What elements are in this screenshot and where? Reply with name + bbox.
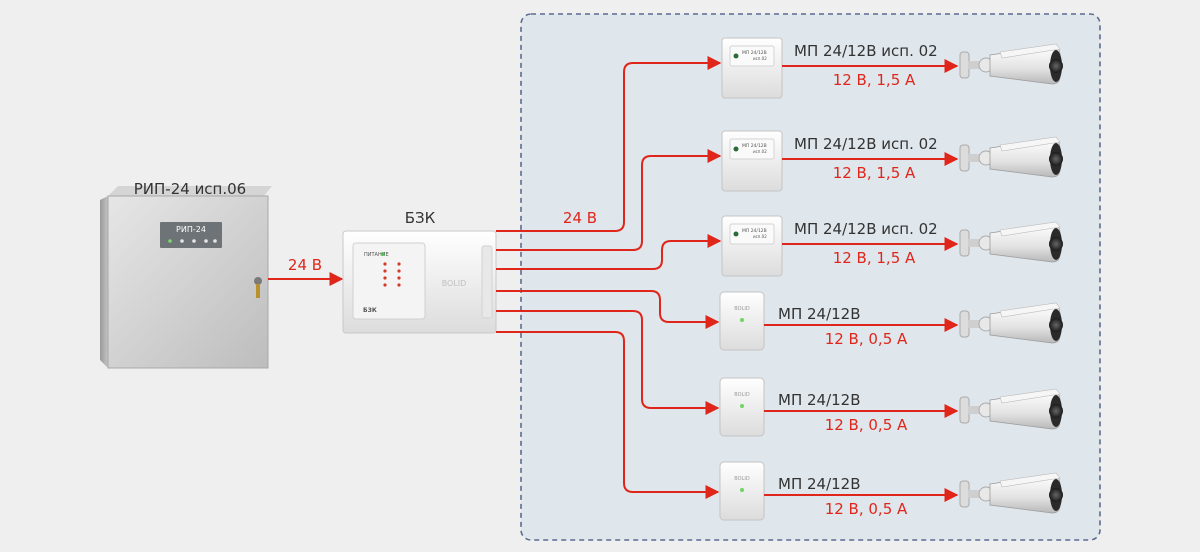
module-output-label: 12 В, 1,5 А xyxy=(833,164,916,182)
cabinet-panel-label: РИП-24 xyxy=(176,225,206,234)
module-face-sublabel: исп.02 xyxy=(753,234,767,239)
lock-icon xyxy=(254,277,262,298)
module-face-label: BOLID xyxy=(734,306,750,312)
branch-5: BOLID МП 24/12В 12 В, 0,5 А xyxy=(496,310,1063,437)
module-output-label: 12 В, 1,5 А xyxy=(833,71,916,89)
bullet-camera-icon xyxy=(959,136,1063,178)
bullet-camera-icon xyxy=(959,221,1063,263)
module-output-label: 12 В, 0,5 А xyxy=(825,330,908,348)
bzk-front-label: БЗК xyxy=(363,307,377,314)
power-module-compact: BOLID xyxy=(719,377,765,437)
power-supply-title: РИП-24 исп.06 xyxy=(134,180,246,198)
bullet-camera-icon xyxy=(959,43,1063,85)
module-label: МП 24/12В исп. 02 xyxy=(794,220,938,238)
camera-zone xyxy=(520,13,1101,541)
branch-4: BOLID МП 24/12В 12 В, 0,5 А xyxy=(496,290,1063,351)
wire-bzk-to-module xyxy=(496,149,722,251)
bullet-camera-icon xyxy=(959,388,1063,430)
bzk-indicator-label: ПИТАНИЕ xyxy=(364,252,389,258)
module-label: МП 24/12В исп. 02 xyxy=(794,135,938,153)
module-face-label: МП 24/12В xyxy=(742,143,767,149)
indicator-leds xyxy=(383,262,401,287)
power-module-compact: BOLID xyxy=(719,461,765,521)
module-label: МП 24/12В xyxy=(778,305,861,323)
module-face-label: BOLID xyxy=(734,392,750,398)
distribution-box: ПИТАНИЕ БЗК BOLID xyxy=(342,230,497,334)
module-face-label: МП 24/12В xyxy=(742,228,767,234)
wire-bzk-to-module xyxy=(496,310,720,415)
bzk-brand: BOLID xyxy=(442,279,467,288)
module-label: МП 24/12В xyxy=(778,391,861,409)
bzk-title: БЗК xyxy=(405,209,436,227)
module-output-label: 12 В, 1,5 А xyxy=(833,249,916,267)
module-face-sublabel: исп.02 xyxy=(753,56,767,61)
bullet-camera-icon xyxy=(959,472,1063,514)
power-supply-cabinet: РИП-24 xyxy=(100,186,272,369)
module-label: МП 24/12В исп. 02 xyxy=(794,42,938,60)
wire-bzk-to-module xyxy=(496,290,720,329)
bullet-camera-icon xyxy=(959,302,1063,344)
wire-bzk-to-module xyxy=(496,234,722,270)
power-module-compact: BOLID xyxy=(719,291,765,351)
branch-6: BOLID МП 24/12В 12 В, 0,5 А xyxy=(496,331,1063,521)
psu-output-label: 24 В xyxy=(288,256,322,274)
module-output-label: 12 В, 0,5 А xyxy=(825,500,908,518)
module-face-label: МП 24/12В xyxy=(742,50,767,56)
module-label: МП 24/12В xyxy=(778,475,861,493)
module-output-label: 12 В, 0,5 А xyxy=(825,416,908,434)
wire-bzk-to-module xyxy=(496,56,722,232)
bzk-output-label: 24 В xyxy=(563,209,597,227)
module-face-label: BOLID xyxy=(734,476,750,482)
wire-bzk-to-module xyxy=(496,331,720,499)
module-face-sublabel: исп.02 xyxy=(753,149,767,154)
